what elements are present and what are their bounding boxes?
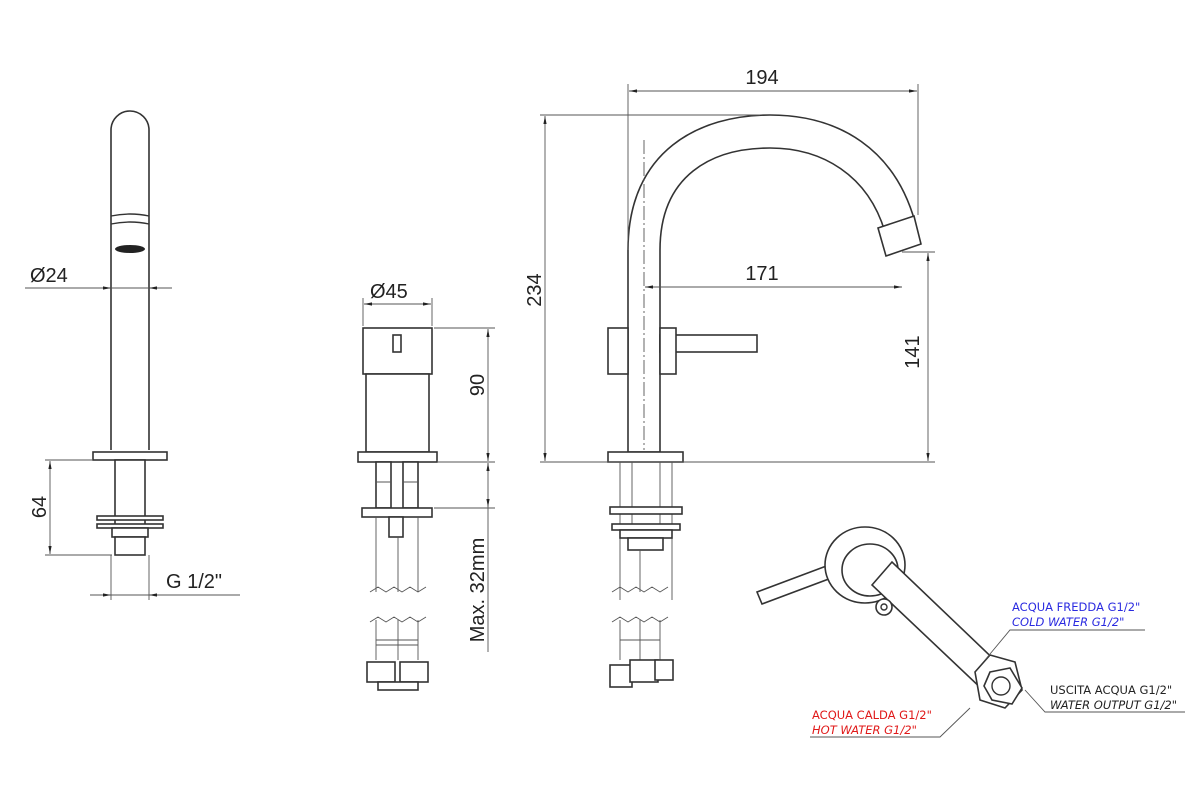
reach-total-label: 194 [745,67,778,89]
max-deck-thickness-label: Max. 32mm [467,538,489,642]
faucet-front-view [607,114,922,688]
hot-water-label-it: ACQUA CALDA G1/2" [812,708,932,722]
reach-outlet-label: 171 [745,263,778,285]
height-total-label: 234 [524,273,546,306]
cold-water-label-en: COLD WATER G1/2" [1012,615,1124,629]
hot-water-label-en: HOT WATER G1/2" [812,723,917,737]
spout-shank-length-label: 64 [29,496,51,518]
underside-perspective-view [755,526,1023,709]
water-output-label-it: USCITA ACQUA G1/2" [1050,683,1172,697]
spout-side-view [92,110,168,600]
spout-diameter-label: Ø24 [30,265,68,287]
connection-callouts: ACQUA FREDDA G1/2" COLD WATER G1/2" USCI… [810,600,1185,738]
spout-thread-label: G 1/2" [166,571,222,593]
spout-dimensions: Ø24 64 G 1/2" [25,265,240,597]
valve-dimensions: Ø45 90 Max. 32mm [362,281,495,652]
valve-side-view [357,327,438,691]
aerator-icon [115,245,145,253]
faucet-dimensions: 194 234 171 141 [524,67,935,463]
valve-diameter-label: Ø45 [370,281,408,303]
valve-height-label: 90 [467,374,489,396]
cold-water-label-it: ACQUA FREDDA G1/2" [1012,600,1140,614]
outlet-height-label: 141 [902,335,924,368]
water-output-label-en: WATER OUTPUT G1/2" [1050,698,1177,712]
